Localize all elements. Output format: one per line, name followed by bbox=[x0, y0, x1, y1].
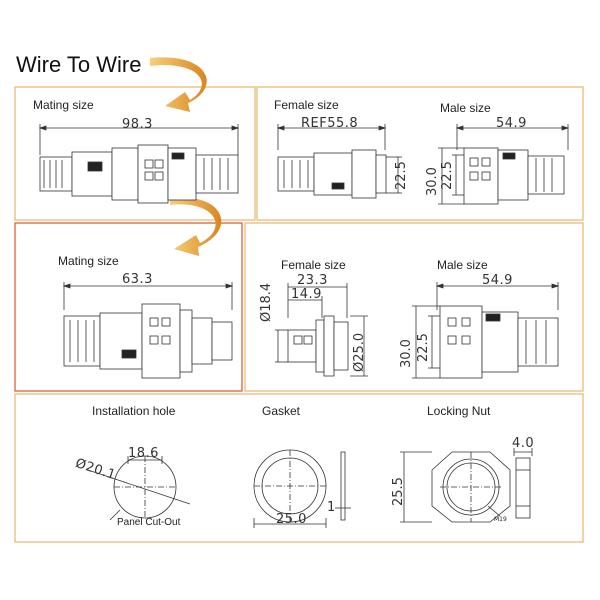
locking-nut-label: Locking Nut bbox=[427, 404, 491, 418]
mated-connector-top bbox=[39, 144, 239, 204]
panel-mid-right-frame bbox=[244, 222, 584, 392]
panel-top-left-frame bbox=[14, 86, 256, 221]
mid-right-male-h1: 30.0 bbox=[399, 339, 414, 368]
mid-left-dim: 63.3 bbox=[122, 272, 153, 287]
female-connector-top bbox=[277, 149, 387, 199]
top-right-female-height: 22.5 bbox=[394, 161, 409, 190]
mid-right-female-dia2: Ø25.0 bbox=[352, 332, 367, 372]
mated-connector-mid bbox=[63, 303, 233, 379]
mid-left-mating-label: Mating size bbox=[58, 254, 119, 268]
locking-nut-drawing bbox=[400, 448, 533, 523]
curved-arrow-icon-top bbox=[150, 57, 207, 112]
male-connector-mid bbox=[439, 305, 559, 379]
locking-nut-width: 4.0 bbox=[512, 436, 535, 451]
female-panel-connector bbox=[287, 315, 349, 377]
panel-bottom-frame bbox=[14, 393, 584, 543]
mid-right-male-dim: 54.9 bbox=[482, 273, 513, 288]
mid-right-female-d2: 14.9 bbox=[291, 287, 322, 302]
top-right-male-dim: 54.9 bbox=[496, 116, 527, 131]
top-right-female-label: Female size bbox=[274, 98, 339, 112]
mid-right-female-d1: 23.3 bbox=[297, 273, 328, 288]
mid-right-female-dia1: Ø18.4 bbox=[259, 282, 274, 322]
locking-nut-thread: M19 bbox=[494, 516, 507, 523]
installation-hole-drawing bbox=[87, 455, 191, 521]
page-title: Wire To Wire bbox=[16, 52, 142, 77]
gasket-label: Gasket bbox=[262, 404, 301, 418]
gasket-drawing bbox=[253, 449, 351, 528]
mid-right-female-label: Female size bbox=[281, 258, 346, 272]
installation-hole-d2: 18.6 bbox=[128, 446, 159, 461]
panel-top-right-frame bbox=[256, 86, 584, 221]
locking-nut-height: 25.5 bbox=[391, 477, 406, 506]
curved-arrow-icon-mid bbox=[170, 197, 222, 256]
top-right-male-label: Male size bbox=[440, 101, 491, 115]
panel-cut-out-label: Panel Cut-Out bbox=[117, 517, 181, 528]
mid-right-male-label: Male size bbox=[437, 258, 488, 272]
panel-mid-left-frame bbox=[14, 222, 243, 392]
installation-hole-label: Installation hole bbox=[92, 404, 176, 418]
top-left-mating-label: Mating size bbox=[33, 98, 94, 112]
top-right-male-h2: 22.5 bbox=[440, 161, 455, 190]
gasket-thickness: 1 bbox=[327, 500, 336, 515]
gasket-dim: 25.0 bbox=[276, 512, 307, 527]
male-connector-top bbox=[463, 147, 565, 205]
top-left-dim: 98.3 bbox=[122, 117, 153, 132]
mid-right-male-h2: 22.5 bbox=[416, 333, 431, 362]
top-right-female-dim: REF55.8 bbox=[301, 116, 359, 131]
top-right-male-h1: 30.0 bbox=[425, 167, 440, 196]
